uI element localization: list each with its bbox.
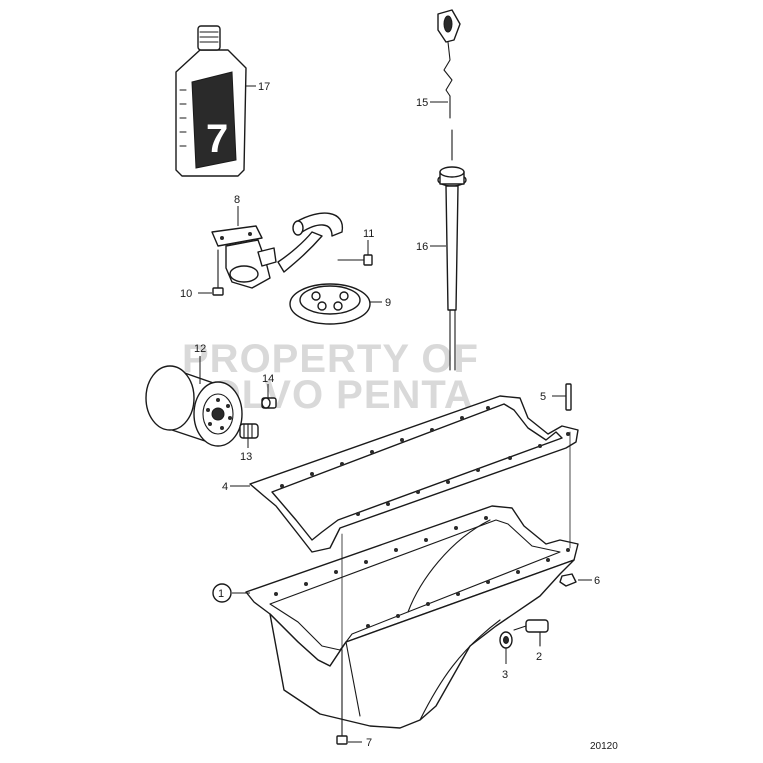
gasket-part [249, 395, 579, 553]
callout-10: 10 [180, 288, 192, 300]
callout-6: 6 [594, 575, 600, 587]
callout-9: 9 [385, 297, 391, 309]
washer-part [499, 631, 513, 649]
bolt-10-part [212, 249, 224, 296]
bottle-label-digit: 7 [206, 117, 228, 161]
callout-12: 12 [194, 343, 206, 355]
callout-4: 4 [222, 481, 228, 493]
nipple-13-part [239, 423, 259, 439]
oil-pickup-part [289, 283, 371, 325]
callout-1-circle [212, 583, 232, 603]
callout-15: 15 [416, 97, 428, 109]
callout-7: 7 [366, 737, 372, 749]
callout-1: 1 [218, 588, 224, 600]
callout-11: 11 [363, 228, 374, 240]
callout-16: 16 [416, 241, 428, 253]
bolt-7-part [336, 649, 348, 745]
pin-5-part [565, 383, 572, 411]
callout-3: 3 [502, 669, 508, 681]
callout-13: 13 [240, 451, 252, 463]
oil-filter-part [145, 365, 243, 447]
dipstick-part [437, 9, 461, 161]
callout-14: 14 [262, 373, 274, 385]
watermark: PROPERTY OF VOLVO PENTA [182, 337, 479, 417]
callout-17: 17 [258, 81, 270, 93]
drain-plug-part [513, 619, 549, 647]
bolt-11-part [337, 254, 373, 266]
callout-5: 5 [540, 391, 546, 403]
oil-bottle-part: 7 [175, 25, 247, 177]
figure-number: 20120 [590, 741, 618, 752]
oil-pan-part [245, 505, 579, 729]
watermark-line-1: PROPERTY OF [182, 337, 479, 381]
filter-adapter-part [211, 212, 343, 289]
nut-6-part [559, 573, 577, 587]
dipstick-tube-part [437, 166, 467, 371]
callout-2: 2 [536, 651, 542, 663]
fitting-14-part [261, 397, 277, 409]
callout-8: 8 [234, 194, 240, 206]
